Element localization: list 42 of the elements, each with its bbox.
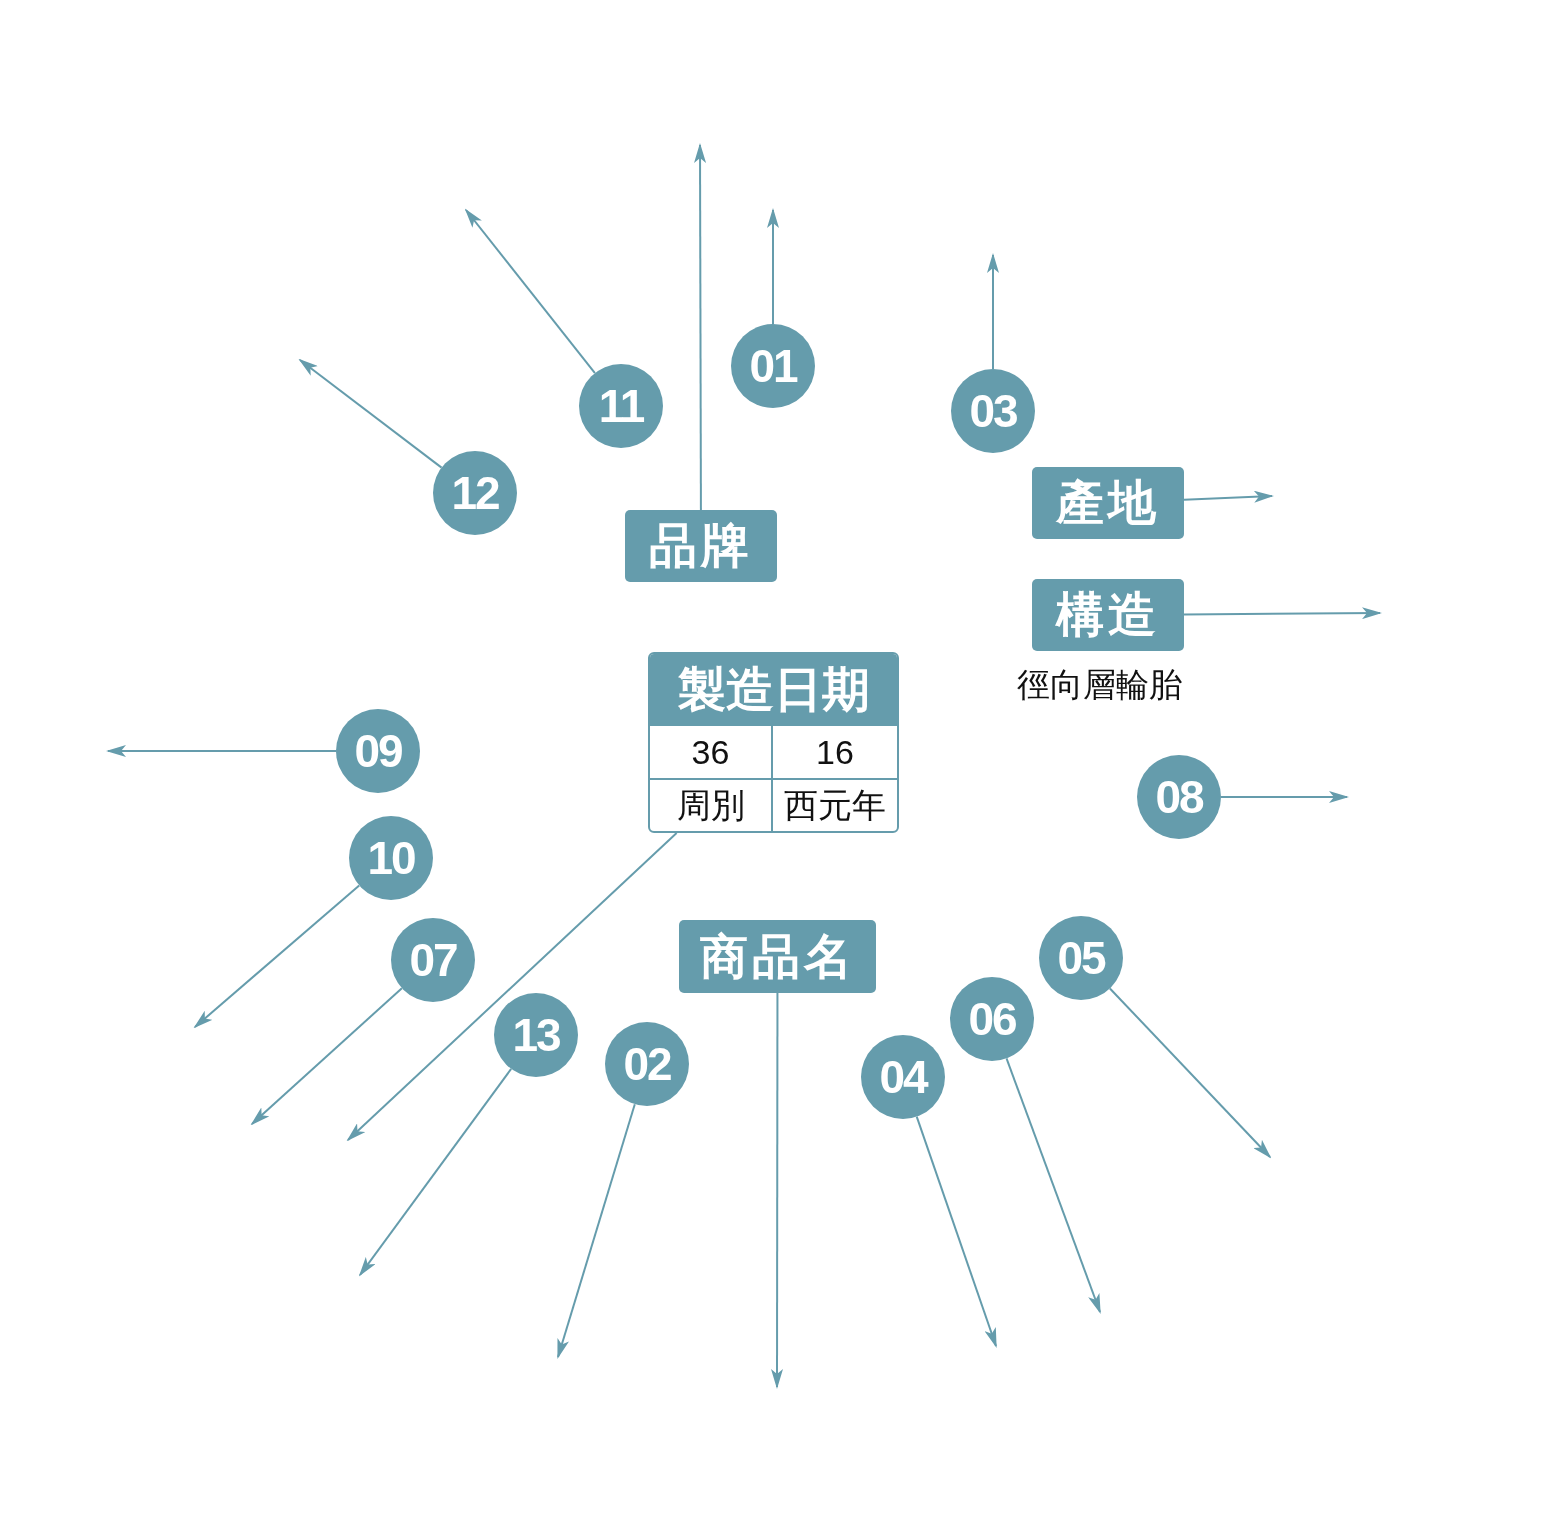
table-header: 製造日期 [650, 654, 897, 726]
callout-number: 01 [731, 324, 815, 408]
table-cell: 西元年 [771, 778, 897, 831]
callout-number: 09 [336, 709, 420, 793]
date-code-table [648, 652, 899, 833]
label-tag: 產地 [1032, 467, 1184, 539]
callout-number: 13 [494, 993, 578, 1077]
callout-number: 08 [1137, 755, 1221, 839]
leader-arrow [1220, 791, 1349, 803]
leader-arrow [771, 992, 783, 1389]
caption-text: 徑向層輪胎 [1017, 665, 1182, 705]
leader-arrow [1108, 987, 1272, 1159]
leader-arrow [250, 987, 403, 1126]
callout-number: 07 [391, 918, 475, 1002]
leader-arrow [915, 1115, 997, 1348]
leader-arrow [694, 143, 707, 511]
leader-arrow [767, 208, 779, 325]
table-cell: 16 [771, 726, 897, 778]
callout-number: 02 [605, 1022, 689, 1106]
callout-number: 05 [1039, 916, 1123, 1000]
leader-arrow [464, 208, 596, 375]
leader-arrow [1183, 490, 1274, 503]
callout-number: 11 [579, 364, 663, 448]
callout-number: 04 [861, 1035, 945, 1119]
leader-arrow [557, 1103, 636, 1359]
label-tag: 商品名 [679, 920, 876, 993]
leader-arrow [346, 832, 678, 1142]
leader-arrow [298, 358, 443, 469]
leader-arrow [1183, 607, 1382, 620]
leader-arrow [193, 884, 361, 1029]
leader-arrow [1005, 1057, 1101, 1314]
callout-number: 12 [433, 451, 517, 535]
table-cell-text: 36 [690, 731, 731, 773]
callout-number: 06 [950, 977, 1034, 1061]
leader-arrow [987, 253, 999, 370]
table-cell: 周別 [650, 778, 771, 831]
callout-number: 03 [951, 369, 1035, 453]
label-tag: 構造 [1032, 579, 1184, 651]
callout-number: 10 [349, 816, 433, 900]
leader-arrow [358, 1067, 513, 1277]
leader-arrow [106, 745, 337, 757]
label-tag: 品牌 [625, 510, 777, 582]
